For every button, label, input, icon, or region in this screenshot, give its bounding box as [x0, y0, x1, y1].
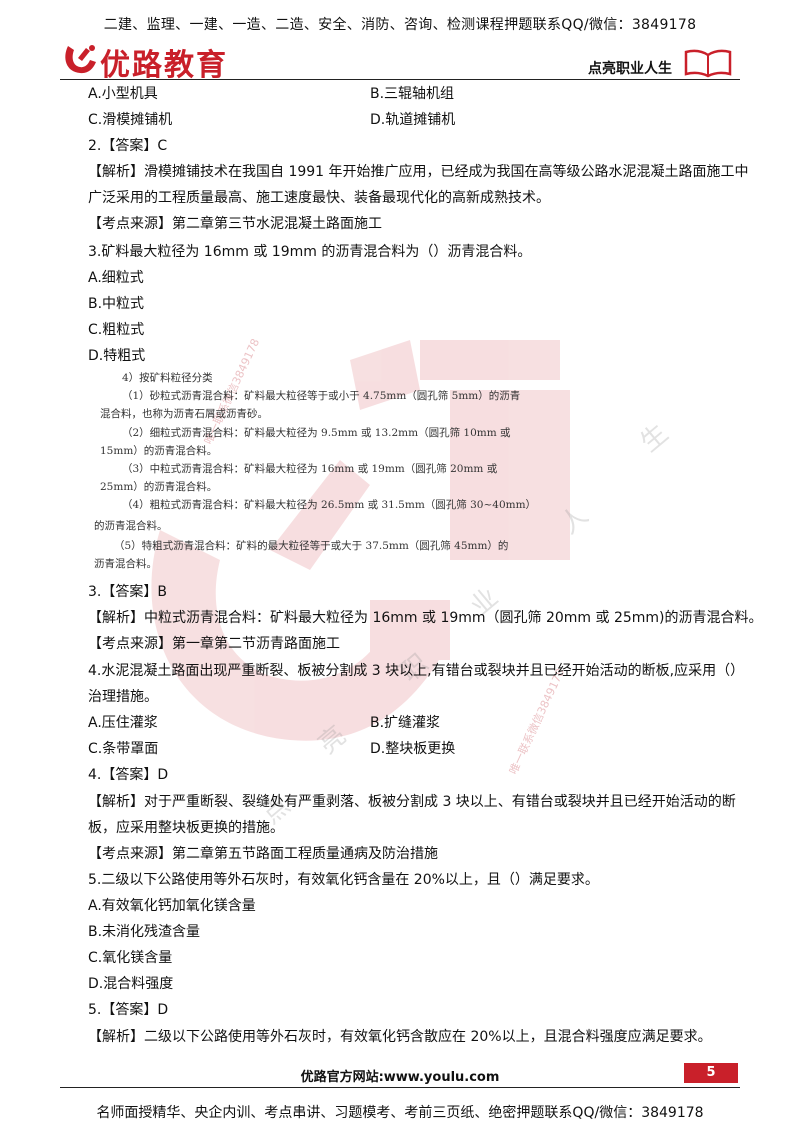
excerpt-line: 4）按矿料粒径分类	[122, 372, 213, 384]
excerpt-line: （3）中粒式沥青混合料：矿料最大粒径为 16mm 或 19mm（圆孔筛 20mm…	[122, 463, 498, 475]
q3-option-d: D.特粗式	[88, 348, 146, 364]
q2-analysis-line2: 广泛采用的工程质量最高、施工速度最快、装备最现代化的高新成熟技术。	[88, 190, 550, 206]
q5-analysis: 【解析】二级以下公路使用等外石灰时，有效氧化钙含散应在 20%以上，且混合料强度…	[88, 1029, 712, 1045]
q4-option-c: C.条带罩面	[88, 741, 159, 757]
excerpt-line: （5）特粗式沥青混合料：矿料的最大粒径等于或大于 37.5mm（圆孔筛 45mm…	[114, 540, 509, 552]
q3-source: 【考点来源】第一章第二节沥青路面施工	[88, 636, 340, 652]
q3-question: 3.矿料最大粒径为 16mm 或 19mm 的沥青混合料为（）沥青混合料。	[88, 244, 532, 260]
q3-option-a: A.细粒式	[88, 270, 144, 286]
q3-option-c: C.粗粒式	[88, 322, 145, 338]
q5-option-b: B.未消化残渣含量	[88, 924, 201, 940]
page-number: 5	[684, 1063, 738, 1083]
q3-analysis: 【解析】中粒式沥青混合料：矿料最大粒径为 16mm 或 19mm（圆孔筛 20m…	[88, 610, 763, 626]
q5-answer: 5.【答案】D	[88, 1002, 169, 1018]
excerpt-line: 沥青混合料。	[94, 558, 157, 570]
excerpt-line: 的沥青混合料。	[94, 520, 168, 532]
top-banner: 二建、监理、一建、一造、二造、安全、消防、咨询、检测课程押题联系QQ/微信：38…	[103, 17, 697, 33]
excerpt-line: （2）细粒式沥青混合料：矿料最大粒径为 9.5mm 或 13.2mm（圆孔筛 1…	[122, 427, 511, 439]
q2-analysis-line1: 【解析】滑模摊铺技术在我国自 1991 年开始推广应用，已经成为我国在高等级公路…	[88, 164, 749, 180]
q4-source: 【考点来源】第二章第五节路面工程质量通病及防治措施	[88, 846, 438, 862]
q2-option-b: B.三辊轴机组	[370, 86, 455, 102]
q5-option-a: A.有效氧化钙加氧化镁含量	[88, 898, 256, 914]
watermark-contact: 唯一联系微信3849178	[506, 666, 568, 777]
footer-website: 优路官方网站:www.youlu.com	[300, 1070, 500, 1085]
q3-option-b: B.中粒式	[88, 296, 145, 312]
q4-option-d: D.整块板更换	[370, 741, 456, 757]
q4-question-line1: 4.水泥混凝土路面出现严重断裂、板被分割成 3 块以上,有错台或裂块并且已经开始…	[88, 663, 745, 679]
q4-analysis-line2: 板，应采用整块板更换的措施。	[88, 820, 284, 836]
excerpt-line: 25mm）的沥青混合料。	[100, 481, 218, 493]
q4-analysis-line1: 【解析】对于严重断裂、裂缝处有严重剥落、板被分割成 3 块以上、有错台或裂块并且…	[88, 794, 736, 810]
excerpt-line: 混合料，也称为沥青石屑或沥青砂。	[100, 408, 268, 420]
watermark-char: 亮	[313, 720, 353, 761]
header-slogan: 点亮职业人生	[588, 61, 672, 77]
q5-option-c: C.氧化镁含量	[88, 950, 173, 966]
book-icon	[684, 49, 732, 78]
q2-source: 【考点来源】第二章第三节水泥混凝土路面施工	[88, 216, 382, 232]
excerpt-line: （1）砂粒式沥青混合料：矿料最大粒径等于或小于 4.75mm（圆孔筛 5mm）的…	[122, 390, 521, 402]
q4-option-b: B.扩缝灌浆	[370, 715, 441, 731]
brand-name: 优路教育	[100, 48, 228, 83]
watermark-char: 生	[635, 418, 675, 459]
q4-question-line2: 治理措施。	[88, 689, 158, 705]
q5-option-d: D.混合料强度	[88, 976, 174, 992]
bottom-banner: 名师面授精华、央企内训、考点串讲、习题模考、考前三页纸、绝密押题联系QQ/微信：…	[96, 1105, 704, 1121]
q4-option-a: A.压住灌浆	[88, 715, 158, 731]
header-divider	[60, 79, 740, 80]
q2-answer: 2.【答案】C	[88, 138, 168, 154]
excerpt-line: （4）粗粒式沥青混合料：矿料最大粒径为 26.5mm 或 31.5mm（圆孔筛 …	[122, 499, 537, 511]
q4-answer: 4.【答案】D	[88, 767, 169, 783]
q2-option-a: A.小型机具	[88, 86, 158, 102]
footer-divider	[60, 1087, 740, 1088]
textbook-excerpt: 4）按矿料粒径分类 （1）砂粒式沥青混合料：矿料最大粒径等于或小于 4.75mm…	[94, 370, 560, 578]
q2-option-c: C.滑模摊铺机	[88, 112, 173, 128]
q3-answer: 3.【答案】B	[88, 584, 167, 600]
q5-question: 5.二级以下公路使用等外石灰时，有效氧化钙含量在 20%以上，且（）满足要求。	[88, 872, 599, 888]
brand-logo-icon	[65, 45, 96, 74]
q2-option-d: D.轨道摊铺机	[370, 112, 456, 128]
excerpt-line: 15mm）的沥青混合料。	[100, 445, 218, 457]
